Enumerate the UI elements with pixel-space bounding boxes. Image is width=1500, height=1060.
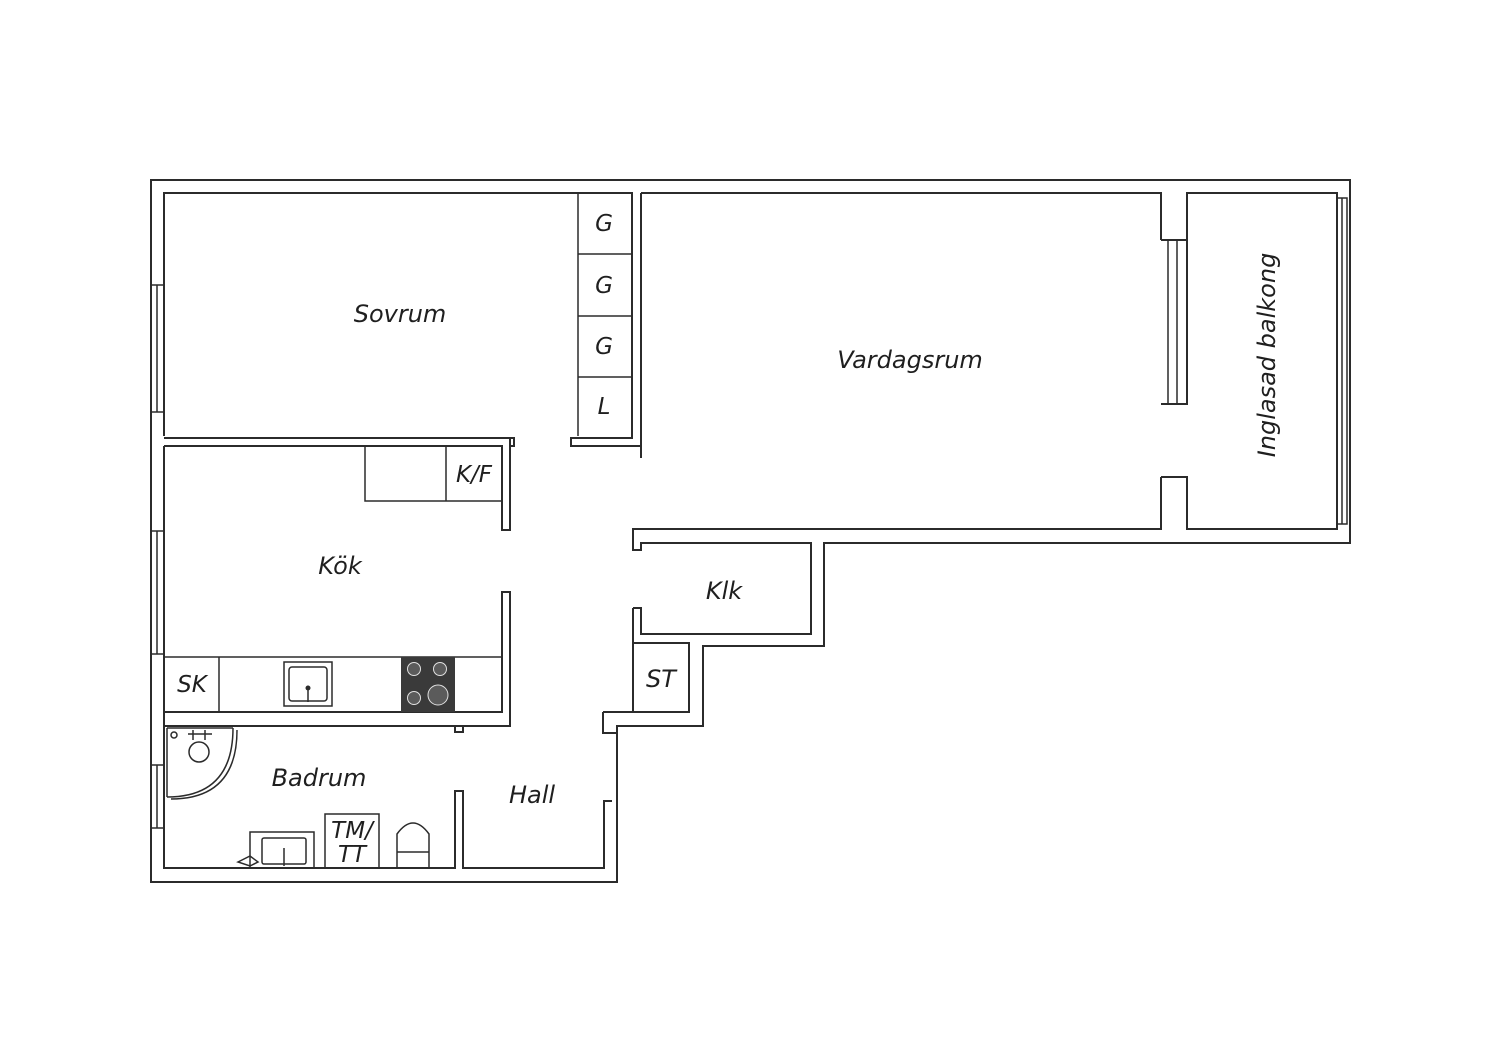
bedroom-window [151, 284, 164, 413]
balcony-glazing [1337, 197, 1348, 525]
kitchen-walls [163, 437, 515, 727]
linen-closet-label: L [598, 394, 611, 420]
room-label-hall: Hall [509, 781, 555, 809]
wardrobe-label: G [595, 273, 613, 299]
balcony-divider-wall [1161, 192, 1338, 530]
bathroom-window [151, 764, 164, 829]
fridge-freezer-label: K/F [456, 462, 493, 488]
stove-icon [401, 657, 455, 712]
storage-walls [602, 608, 690, 734]
living-room-walls [632, 192, 1162, 635]
bedroom-walls [163, 192, 642, 458]
wardrobe-label: G [595, 334, 613, 360]
balcony-divider-window [1167, 240, 1178, 404]
washer-dryer-unit [324, 813, 380, 869]
outer-wall [150, 179, 1351, 883]
wardrobe-cabinets [577, 193, 632, 436]
room-label-balcony: Inglasad balkong [1253, 253, 1281, 458]
room-label-bathroom: Badrum [272, 764, 367, 792]
room-label-closet: Klk [706, 577, 743, 605]
room-label-kitchen: Kök [318, 552, 363, 580]
shower-icon [166, 727, 238, 800]
cabinet-label: SK [177, 672, 209, 698]
washbasin-icon [236, 831, 315, 869]
fridge-freezer-unit [364, 446, 502, 502]
room-label-storage: ST [646, 665, 678, 693]
wardrobe-label: G [595, 211, 613, 237]
kitchen-window [151, 530, 164, 655]
toilet-icon [396, 822, 430, 868]
room-label-bedroom: Sovrum [354, 300, 447, 328]
kitchen-sink-icon [283, 661, 333, 707]
washer-label-line1: TM/ [331, 818, 375, 844]
room-label-living-room: Vardagsrum [837, 346, 983, 374]
washer-label-line2: TT [338, 842, 368, 868]
